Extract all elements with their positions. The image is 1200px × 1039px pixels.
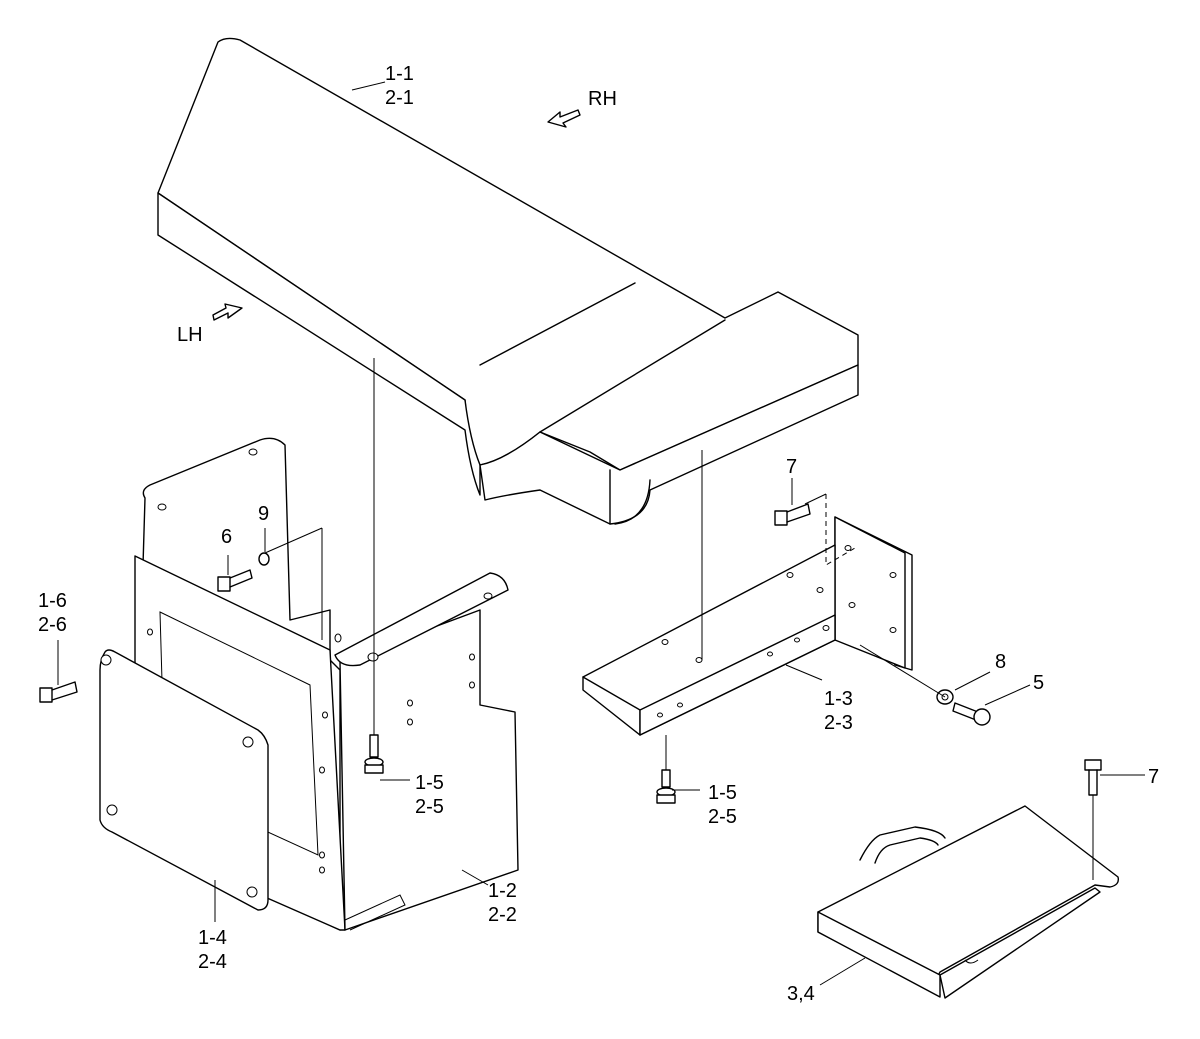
callout-1-4: 1-4 [198, 927, 227, 949]
bolt-7-top [774, 503, 811, 526]
callout-1-2: 1-2 [488, 880, 517, 902]
bolt-7-tray [1084, 759, 1102, 796]
callout-5: 5 [1033, 672, 1044, 694]
bolt-6 [217, 569, 253, 592]
rh-arrow-icon [547, 109, 581, 128]
bolt-5 [952, 702, 991, 726]
cover-plate-part [99, 649, 269, 911]
callout-9: 9 [258, 503, 269, 525]
callout-1-1: 1-1 [385, 63, 414, 85]
callout-2-5-left: 2-5 [415, 796, 444, 818]
callout-1-3: 1-3 [824, 688, 853, 710]
callout-7-top: 7 [786, 456, 797, 478]
tray-part [817, 805, 1120, 999]
callout-2-6: 2-6 [38, 614, 67, 636]
callout-2-3: 2-3 [824, 712, 853, 734]
callout-2-1: 2-1 [385, 87, 414, 109]
callout-2-5-right: 2-5 [708, 806, 737, 828]
bolt-1-5-right [656, 769, 676, 804]
leader-lines [57, 81, 1145, 986]
rh-label: RH [588, 88, 617, 110]
bolt-1-5-left [364, 734, 384, 774]
callout-8: 8 [995, 651, 1006, 673]
washer-9 [258, 552, 270, 566]
rh-bracket-part [582, 494, 913, 736]
top-cover-part [157, 37, 859, 525]
callout-2-2: 2-2 [488, 904, 517, 926]
callout-6: 6 [221, 526, 232, 548]
bolt-1-6 [39, 681, 78, 703]
callout-7-tray: 7 [1148, 766, 1159, 788]
lh-arrow-icon [212, 303, 243, 321]
callout-3-4: 3,4 [787, 983, 815, 1005]
callout-2-4: 2-4 [198, 951, 227, 973]
lh-label: LH [177, 324, 203, 346]
callout-1-6: 1-6 [38, 590, 67, 612]
callout-1-5-right: 1-5 [708, 782, 737, 804]
callout-1-5-left: 1-5 [415, 772, 444, 794]
